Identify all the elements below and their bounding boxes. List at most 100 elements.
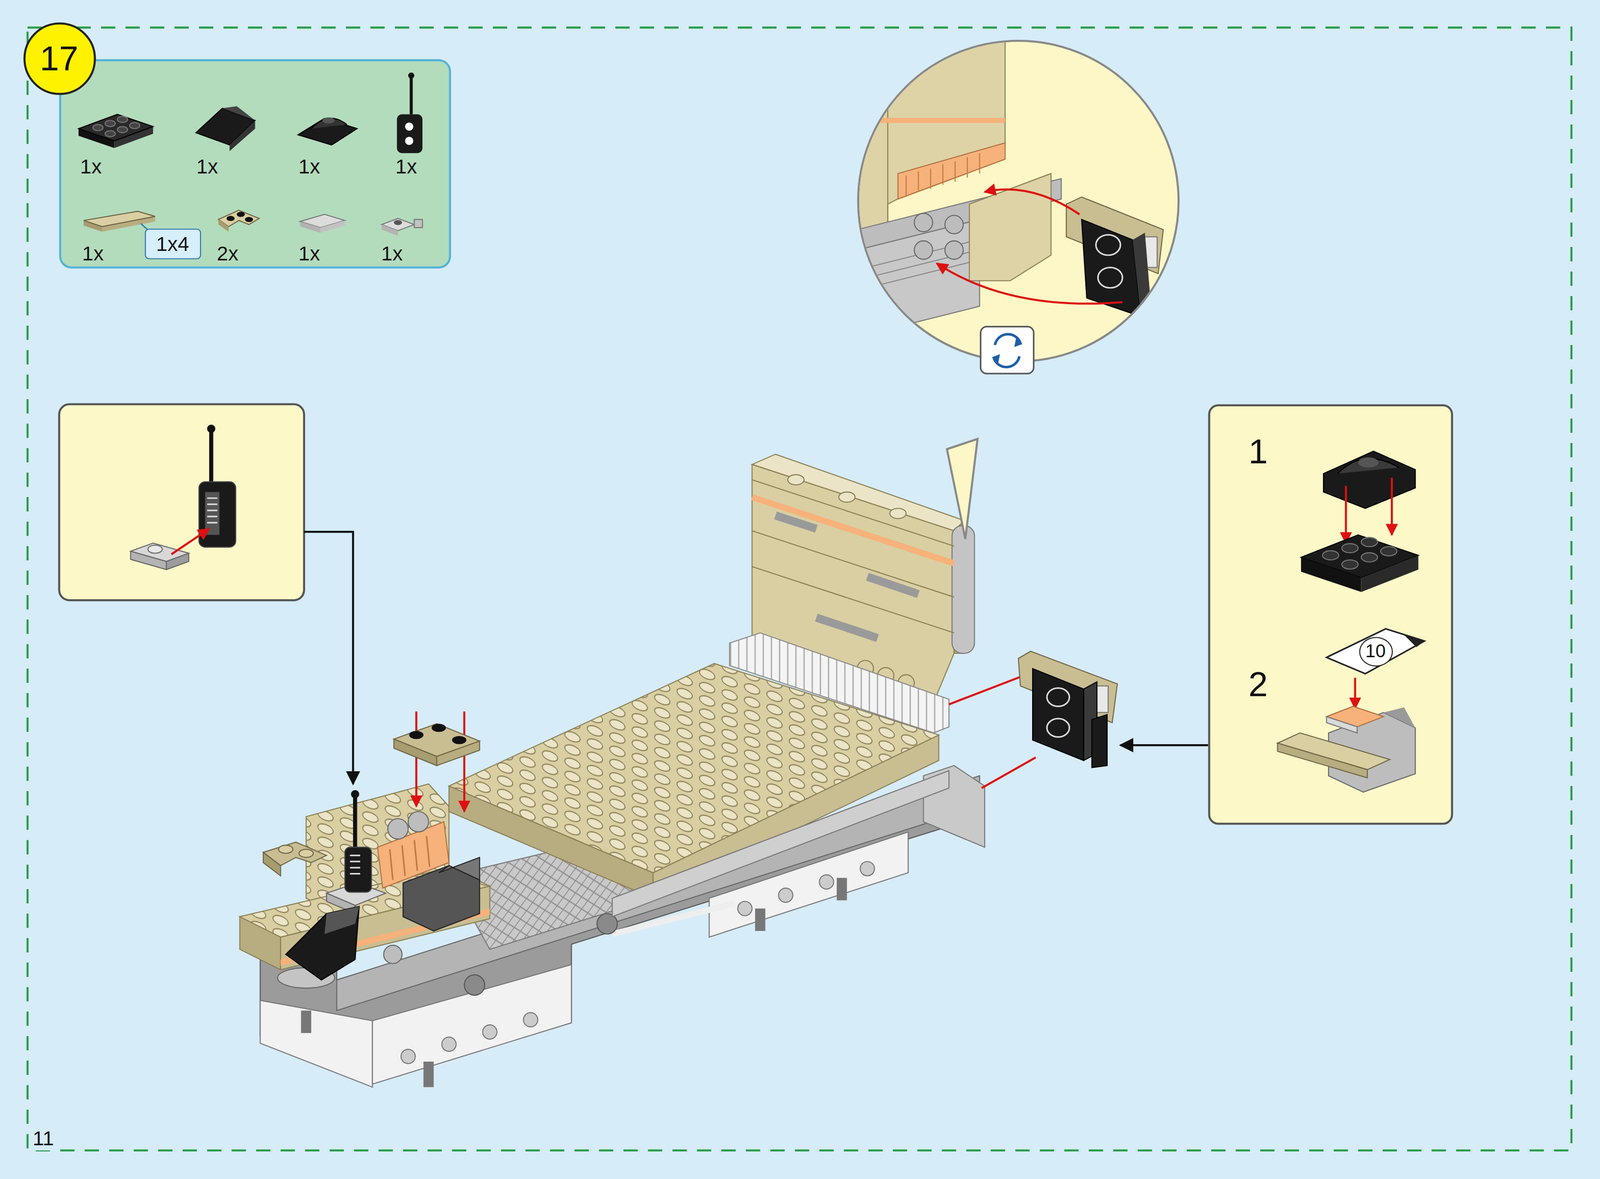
illustration-circle bbox=[401, 1049, 416, 1064]
illustration-polygon bbox=[381, 224, 398, 237]
illustration-line bbox=[752, 497, 955, 564]
illustration-g bbox=[857, 40, 1164, 337]
illustration-path bbox=[389, 835, 430, 880]
illustration-circle bbox=[523, 1012, 538, 1027]
illustration-polygon bbox=[260, 1000, 373, 1088]
illustration-ellipse bbox=[117, 116, 128, 123]
illustration-line bbox=[752, 479, 955, 547]
step-number-badge: 17 bbox=[22, 21, 96, 95]
illustration-circle bbox=[408, 811, 429, 833]
illustration-polygon bbox=[320, 220, 345, 233]
illustration-circle bbox=[778, 888, 793, 903]
substep-number: 2 bbox=[1248, 663, 1268, 704]
illustration-polygon bbox=[83, 211, 155, 227]
illustration-ellipse bbox=[105, 120, 115, 127]
illustration-polygon bbox=[393, 738, 437, 766]
illustration-path bbox=[936, 263, 1123, 304]
illustration-polygon bbox=[1277, 743, 1368, 778]
illustration-ellipse bbox=[787, 474, 805, 485]
illustration-polygon bbox=[222, 105, 256, 121]
illustration-line bbox=[752, 566, 955, 633]
illustration-rect bbox=[423, 1061, 434, 1088]
illustration-ellipse bbox=[117, 126, 128, 133]
illustration-circle bbox=[383, 945, 403, 964]
illustration-line bbox=[415, 711, 418, 807]
illustration-path bbox=[1014, 336, 1023, 347]
illustration-rect bbox=[951, 525, 975, 654]
illustration-line bbox=[1390, 477, 1393, 535]
illustration-ellipse bbox=[1046, 688, 1070, 707]
illustration-line bbox=[775, 515, 817, 529]
illustration-circle bbox=[914, 240, 933, 260]
illustration-ellipse bbox=[1361, 552, 1378, 562]
illustration-polygon bbox=[438, 857, 480, 880]
illustration-ellipse bbox=[278, 845, 293, 854]
illustration-ellipse bbox=[409, 730, 424, 739]
illustration-rect bbox=[59, 404, 305, 601]
illustration-ellipse bbox=[1341, 559, 1359, 569]
illustration-path bbox=[207, 498, 218, 523]
illustration-line bbox=[1344, 485, 1347, 543]
illustration-circle bbox=[944, 240, 964, 260]
illustration-polygon bbox=[1301, 557, 1362, 593]
illustration-circle bbox=[404, 136, 413, 145]
illustration-ellipse bbox=[105, 130, 115, 137]
page-number: 11 bbox=[30, 1126, 56, 1150]
illustration-line bbox=[171, 528, 210, 555]
illustration-ellipse bbox=[1358, 457, 1379, 468]
illustration-polygon bbox=[1323, 450, 1416, 508]
illustration-ellipse bbox=[322, 117, 336, 124]
illustration-polygon bbox=[299, 221, 321, 233]
illustration-path bbox=[991, 354, 1000, 365]
illustration-polygon bbox=[436, 740, 480, 766]
illustration-polygon bbox=[324, 906, 360, 934]
illustration-line bbox=[353, 794, 358, 850]
illustration-polygon bbox=[229, 120, 256, 151]
illustration-polygon bbox=[1404, 634, 1425, 648]
illustration-polygon bbox=[1081, 219, 1141, 317]
illustration-ellipse bbox=[244, 216, 253, 222]
sticker: 10 bbox=[1324, 626, 1427, 676]
illustration-polygon bbox=[1132, 232, 1152, 317]
illustration-polygon bbox=[402, 865, 480, 931]
illustration-path bbox=[984, 189, 1080, 215]
illustration-ellipse bbox=[431, 723, 446, 732]
illustration-polygon bbox=[729, 632, 949, 734]
illustration-circle bbox=[441, 1036, 457, 1052]
illustration-line bbox=[409, 75, 413, 115]
illustration-circle bbox=[408, 72, 415, 79]
illustration-circle bbox=[404, 122, 413, 131]
illustration-circle bbox=[596, 913, 618, 935]
illustration-circle bbox=[351, 790, 360, 799]
illustration-polygon bbox=[166, 553, 189, 570]
illustration-ellipse bbox=[838, 491, 855, 502]
illustration-rect bbox=[300, 1010, 311, 1034]
illustration-circle bbox=[464, 974, 485, 996]
illustration-circle bbox=[737, 901, 753, 916]
step-number: 17 bbox=[39, 38, 79, 79]
illustration-ellipse bbox=[1098, 267, 1123, 288]
illustration-ellipse bbox=[889, 508, 906, 519]
illustration-circle bbox=[860, 861, 875, 876]
illustration-line bbox=[867, 576, 919, 595]
illustration-circle bbox=[819, 874, 834, 890]
illustration-polygon bbox=[78, 114, 154, 142]
illustration-ellipse bbox=[1380, 546, 1397, 556]
substep-number: 1 bbox=[1248, 431, 1268, 472]
illustration-circle bbox=[207, 424, 216, 433]
illustration-polygon bbox=[1326, 716, 1358, 733]
illustration-rect bbox=[755, 908, 766, 931]
illustration-rect bbox=[836, 877, 847, 901]
illustration-circle bbox=[914, 213, 933, 232]
illustration-line bbox=[816, 617, 878, 639]
subassembly-illustration bbox=[1210, 406, 1456, 827]
illustration-polygon bbox=[947, 439, 978, 540]
illustration-ellipse bbox=[451, 736, 467, 745]
illustration-rect bbox=[199, 481, 236, 547]
part-quantity: 1x bbox=[298, 241, 320, 265]
illustration-rect bbox=[344, 847, 372, 893]
illustration-line bbox=[857, 117, 1006, 124]
part-quantity: 2x bbox=[216, 241, 239, 265]
illustration-line bbox=[948, 673, 1029, 705]
